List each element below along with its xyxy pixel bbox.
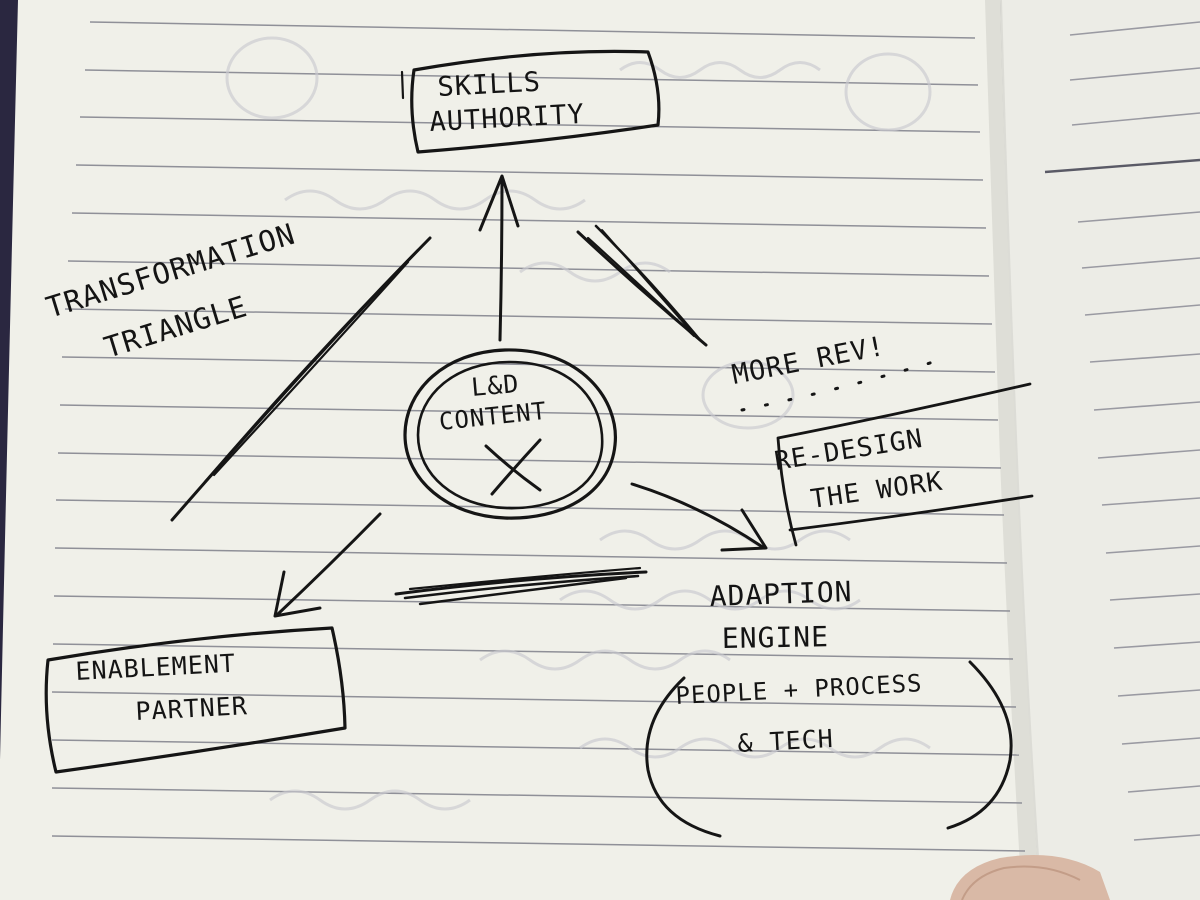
node-center-circle-outer <box>403 348 617 520</box>
bleed-through <box>225 36 932 811</box>
ruled-lines <box>51 21 1026 852</box>
node-top-label-1: SKILLS <box>437 67 542 103</box>
note-people-line2: & TECH <box>737 724 835 758</box>
note-more-rev-dots <box>740 358 942 412</box>
node-bottom-left-box <box>44 626 347 774</box>
node-bottom-right-label-1: ADAPTION <box>709 575 853 613</box>
edge-left <box>170 236 432 522</box>
arrow-to-bottom-left <box>273 512 382 618</box>
node-top-box <box>410 49 661 154</box>
note-redesign-box <box>776 382 1034 547</box>
right-page-lines <box>1044 21 1200 841</box>
node-center-label-1: L&D <box>470 369 521 402</box>
thumb-edge <box>961 865 1081 900</box>
node-top-box-tick <box>400 70 405 100</box>
node-center-circle-inner <box>416 360 604 510</box>
note-people-right-bracket <box>946 660 1013 830</box>
node-bottom-left-label-2: PARTNER <box>135 691 249 726</box>
node-center-cross-icon <box>484 438 542 496</box>
edge-bottom <box>394 566 648 606</box>
thumb <box>950 855 1110 900</box>
node-bottom-right: ADAPTION ENGINE <box>709 575 853 655</box>
right-page <box>1000 0 1200 900</box>
node-bottom-right-label-2: ENGINE <box>722 620 830 655</box>
arrow-to-bottom-right <box>630 482 768 552</box>
node-center: L&D CONTENT <box>403 348 617 520</box>
arrow-to-top <box>478 174 520 342</box>
edge-right <box>576 224 708 347</box>
page-fold-shadow <box>985 0 1042 900</box>
note-people-left-bracket <box>645 676 722 838</box>
